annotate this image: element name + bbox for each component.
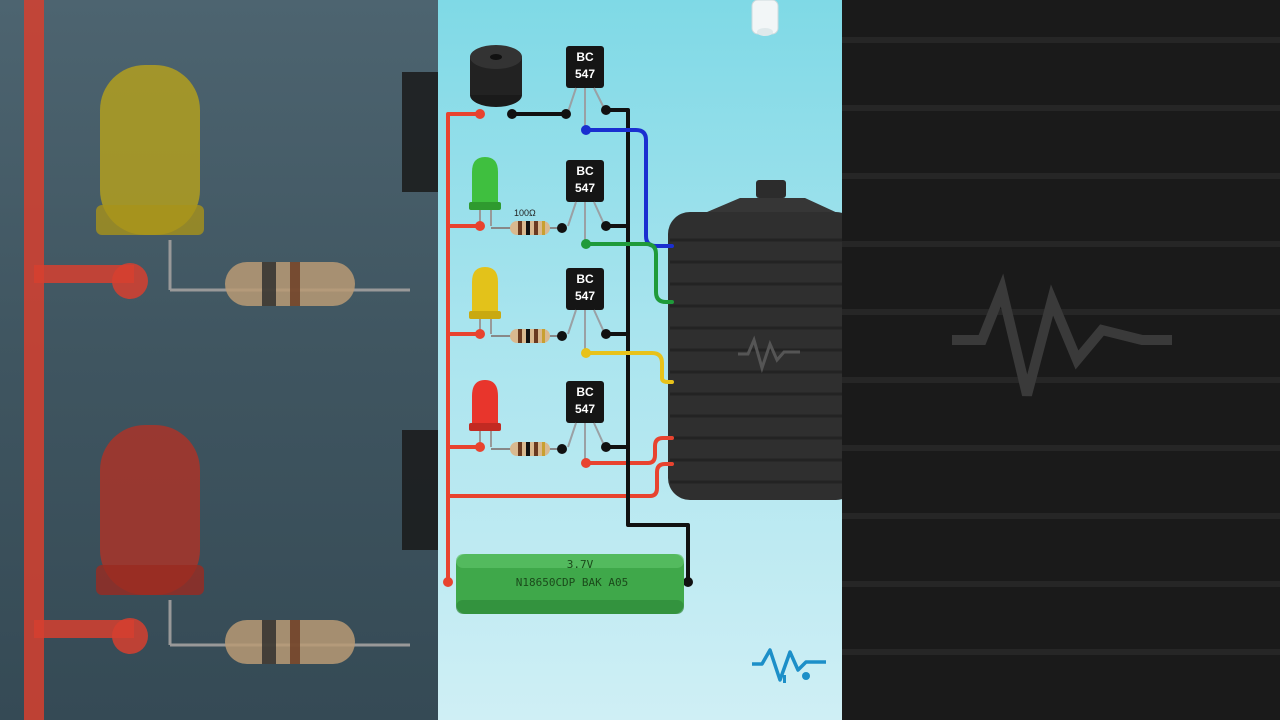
battery-voltage: 3.7V (567, 558, 594, 571)
buzzer-icon (470, 45, 522, 107)
svg-text:547: 547 (575, 67, 595, 81)
transistor-bc547: BC 547 (566, 160, 605, 244)
brand-logo-icon (752, 648, 826, 683)
resistor (491, 442, 560, 456)
transistor-bc547: BC 547 (566, 46, 605, 130)
svg-text:BC: BC (576, 272, 594, 286)
sensor-pipe-icon (751, 0, 779, 36)
led-red (469, 380, 501, 447)
circuit-diagram: 100Ω BC 547 BC 547 (438, 0, 842, 720)
battery-icon: 3.7V N18650CDP BAK A05 (456, 554, 684, 614)
resistor (491, 221, 560, 235)
svg-text:547: 547 (575, 289, 595, 303)
left-zoom-art (24, 0, 438, 720)
right-zoom-background (842, 0, 1280, 720)
water-tank-icon (668, 180, 842, 500)
svg-text:BC: BC (576, 50, 594, 64)
svg-text:547: 547 (575, 402, 595, 416)
junction-dots (443, 105, 693, 587)
battery-model: N18650CDP BAK A05 (516, 576, 629, 589)
led-green (469, 157, 501, 226)
svg-text:BC: BC (576, 164, 594, 178)
svg-text:BC: BC (576, 385, 594, 399)
left-zoom-background (0, 0, 438, 720)
resistor (491, 329, 560, 343)
transistor-bc547: BC 547 (566, 268, 605, 353)
resistor-label: 100Ω (514, 208, 536, 218)
led-yellow (469, 267, 501, 334)
transistor-bc547: BC 547 (566, 381, 605, 463)
right-zoom-art (842, 37, 1280, 655)
svg-text:547: 547 (575, 181, 595, 195)
